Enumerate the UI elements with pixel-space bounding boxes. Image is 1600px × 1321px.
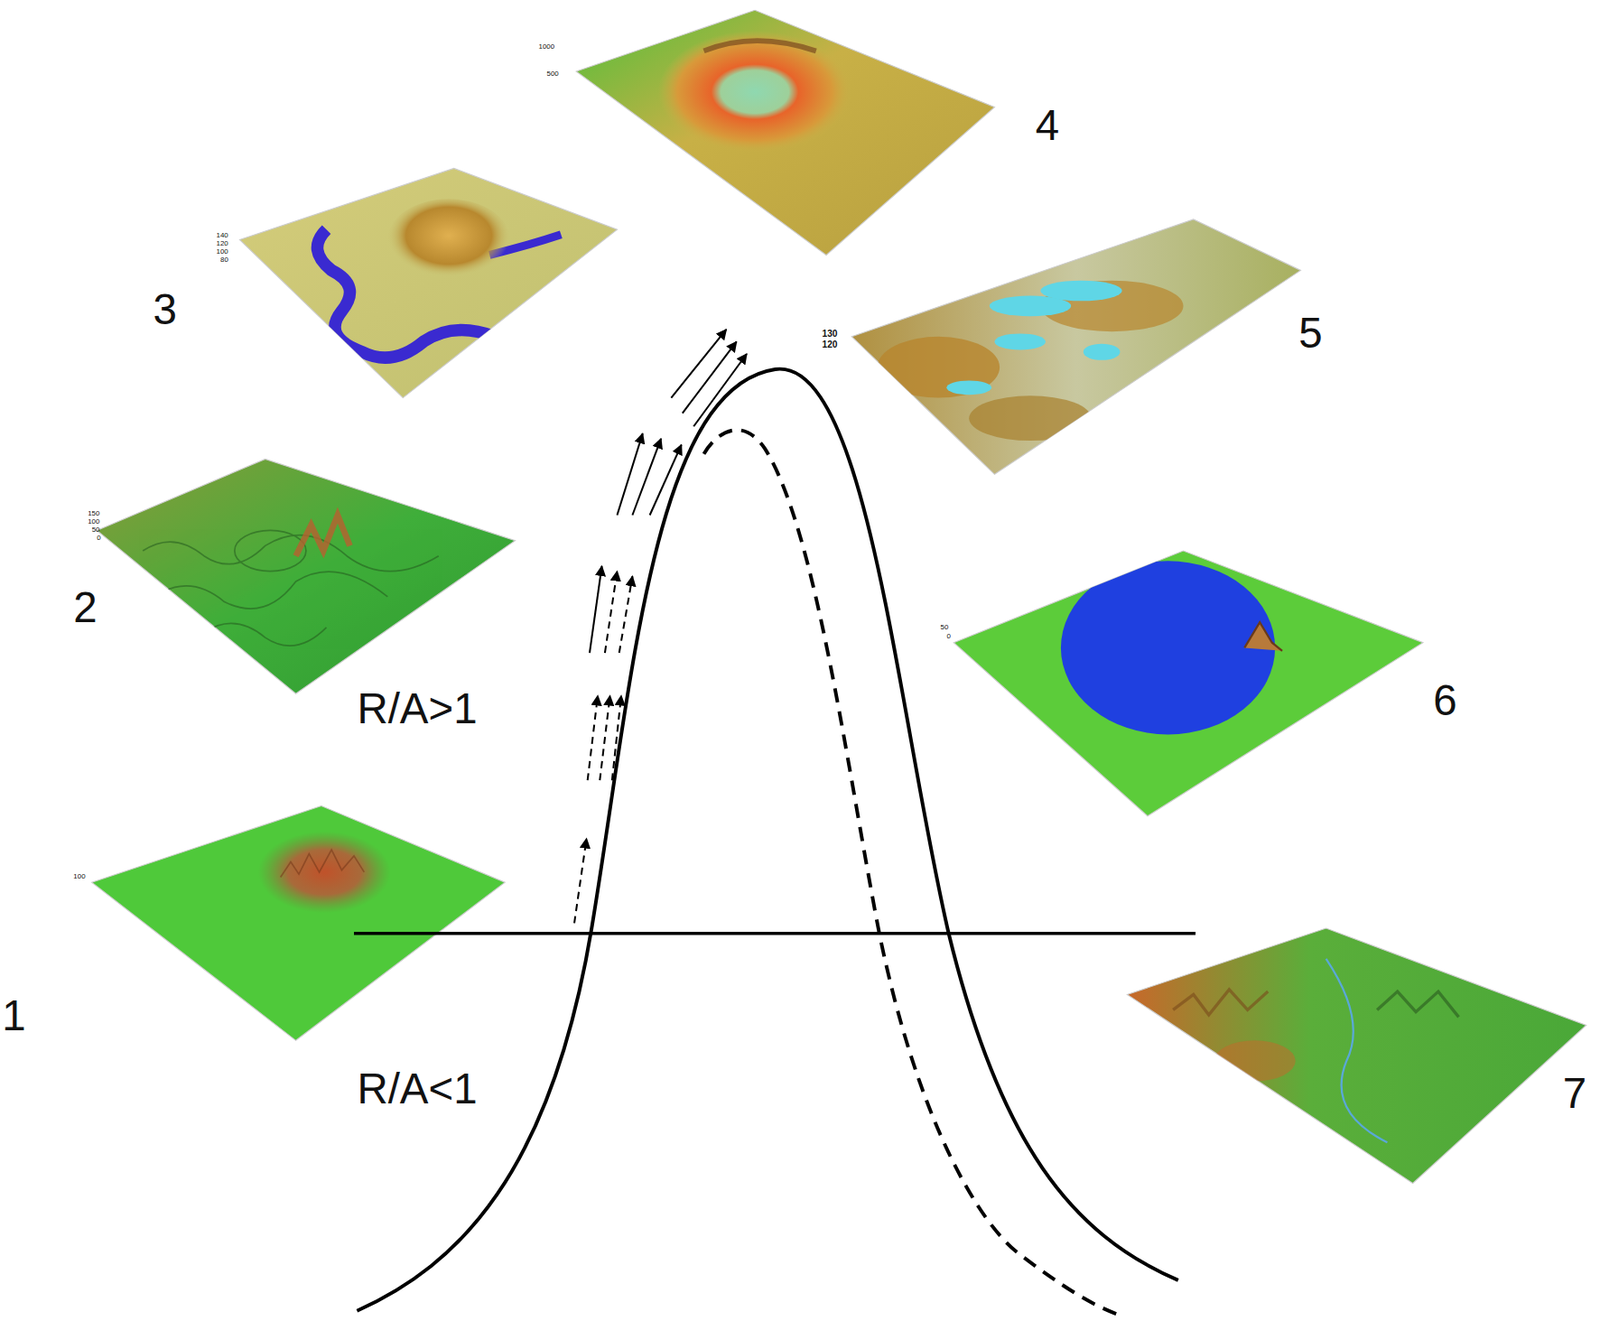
callout-number: 3 — [152, 288, 177, 332]
axis-tick: 100 — [216, 248, 229, 256]
axis-tick: 0 — [946, 632, 950, 640]
callout-number: 5 — [1298, 312, 1322, 355]
axis-tick: 50 — [92, 525, 101, 533]
axis-tick: 120 — [822, 340, 838, 350]
axis-tick: 130 — [822, 329, 838, 339]
ratio-label: R/A<1 — [356, 1068, 477, 1111]
axis-tick: 100 — [73, 872, 85, 880]
ratio-label: R/A>1 — [356, 687, 477, 730]
axis-tick: 80 — [220, 256, 229, 264]
axis-tick: 100 — [87, 517, 100, 525]
axis-tick: 500 — [547, 69, 559, 77]
callout-number: 7 — [1562, 1071, 1587, 1115]
callout-number: 1 — [1, 994, 26, 1037]
callout-number: 2 — [73, 586, 97, 630]
callout-number: 4 — [1035, 103, 1060, 147]
axis-tick: 50 — [940, 623, 949, 631]
axis-tick: 140 — [216, 231, 229, 239]
axis-tick: 0 — [96, 533, 101, 541]
callout-number: 6 — [1432, 679, 1457, 722]
axis-tick: 120 — [216, 239, 229, 247]
axis-tick: 1000 — [538, 42, 555, 50]
axis-tick: 150 — [87, 509, 100, 517]
